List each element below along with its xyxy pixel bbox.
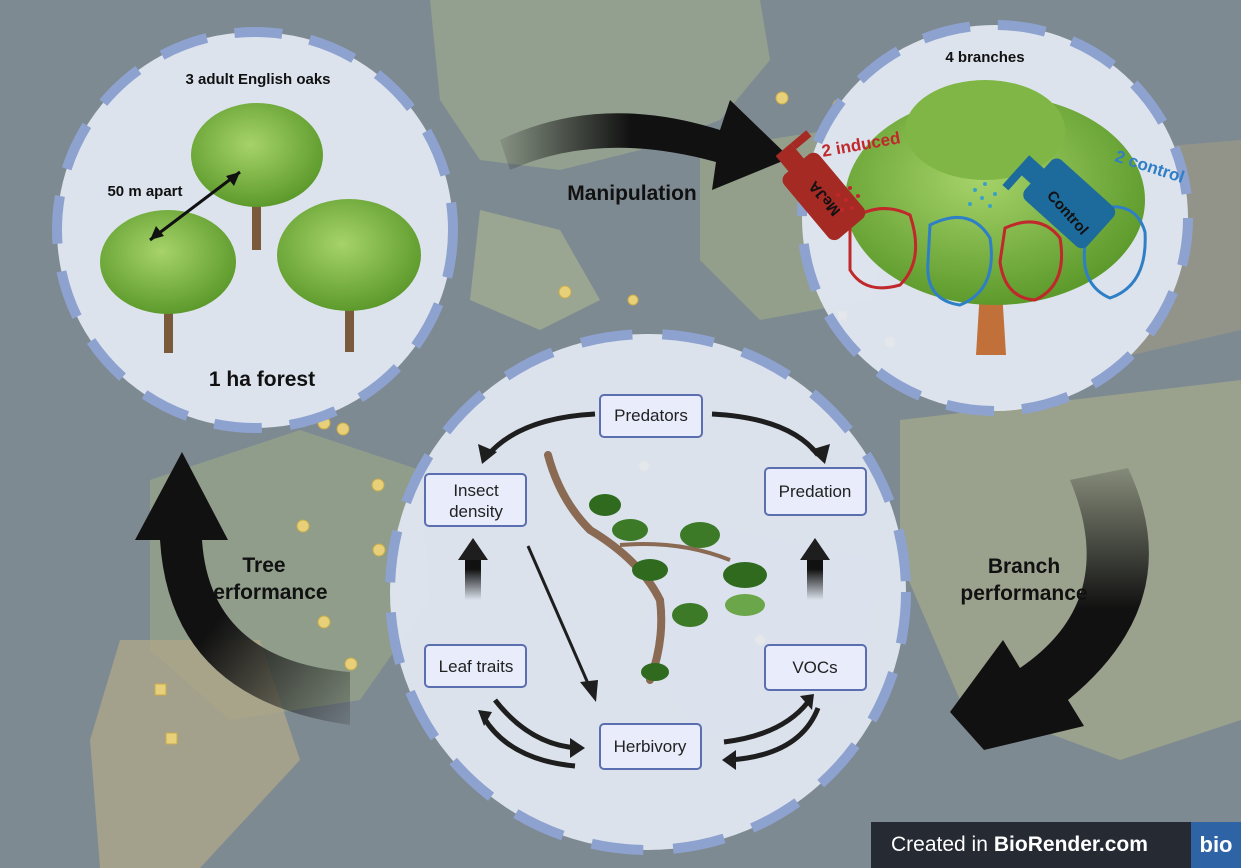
manipulation-arrow [500, 100, 790, 190]
branches-title: 4 branches [945, 49, 1024, 66]
oak-tree-icon [277, 199, 421, 352]
predation-box: Predation [764, 467, 867, 516]
oak-tree-icon [100, 210, 236, 353]
insect-density-label-line2: density [449, 502, 503, 521]
arrow-herbivory-to-leaf-traits [481, 716, 576, 769]
area-label: 1 ha forest [209, 368, 315, 391]
cycle-circle: Predators Insect density Predation Leaf … [385, 329, 911, 855]
arrowheads [478, 444, 830, 770]
predators-box: Predators [599, 394, 703, 438]
distance-label: 50 m apart [107, 183, 182, 200]
oak-tree-icon [191, 103, 323, 250]
insect-density-label-line1: Insect [453, 481, 499, 500]
arrow-predators-to-insect-density [486, 411, 596, 457]
predators-label: Predators [614, 406, 688, 425]
arrow-insect-density-to-herbivory [526, 545, 592, 689]
forest-circle: 3 adult English oaks 50 m apart 1 ha for… [52, 27, 458, 433]
herbivory-label: Herbivory [614, 737, 687, 756]
arrow-predators-to-predation [711, 411, 820, 457]
forest-title: 3 adult English oaks [185, 71, 330, 88]
spray-mist-icon [968, 182, 997, 208]
badge-created-in: Created in [891, 833, 988, 856]
arrow-herbivory-to-vocs [723, 700, 810, 745]
vocs-box: VOCs [764, 644, 867, 691]
control-branch-outline [926, 216, 993, 307]
spray-mist-icon [836, 186, 860, 212]
biorender-badge[interactable]: Created in BioRender.com bio [871, 822, 1241, 868]
manipulation-label: Manipulation [567, 182, 697, 205]
arrow-vocs-to-predation [807, 556, 823, 600]
induced-branch-outline [998, 220, 1064, 302]
tree-performance-arrow [135, 452, 350, 725]
leaf-traits-label: Leaf traits [439, 657, 514, 676]
branches-circle: MeJA Control 4 branches 2 induced 2 cont… [775, 20, 1193, 416]
arrow-leaf-traits-to-herbivory [493, 698, 579, 751]
badge-brand: BioRender.com [993, 833, 1148, 856]
insect-density-box: Insect density [424, 473, 527, 527]
predation-label: Predation [779, 482, 852, 501]
branch-performance-label-line1: Branch [988, 555, 1060, 578]
meja-spray-bottle-icon: MeJA [775, 130, 866, 241]
tree-performance-label-line2: performance [200, 581, 327, 604]
control-spray-bottle-icon [1002, 155, 1116, 249]
leaf-traits-box: Leaf traits [424, 644, 527, 688]
arrow-leaf-traits-to-insect-density [465, 556, 481, 600]
biorender-logo-icon: bio [1191, 822, 1241, 868]
herbivory-box: Herbivory [599, 723, 702, 770]
arrow-vocs-to-herbivory [729, 707, 821, 763]
branch-performance-label-line2: performance [960, 582, 1087, 605]
oak-tree-icon [845, 80, 1145, 355]
control-branch-outline [1082, 205, 1147, 300]
vocs-label: VOCs [792, 658, 837, 677]
oak-branch-icon [544, 451, 767, 684]
cycle-arrows [481, 411, 821, 769]
distance-double-arrow [149, 170, 241, 242]
induced-branch-outline [848, 207, 918, 290]
branch-performance-arrow [950, 468, 1149, 750]
tree-performance-label-line1: Tree [242, 554, 285, 577]
